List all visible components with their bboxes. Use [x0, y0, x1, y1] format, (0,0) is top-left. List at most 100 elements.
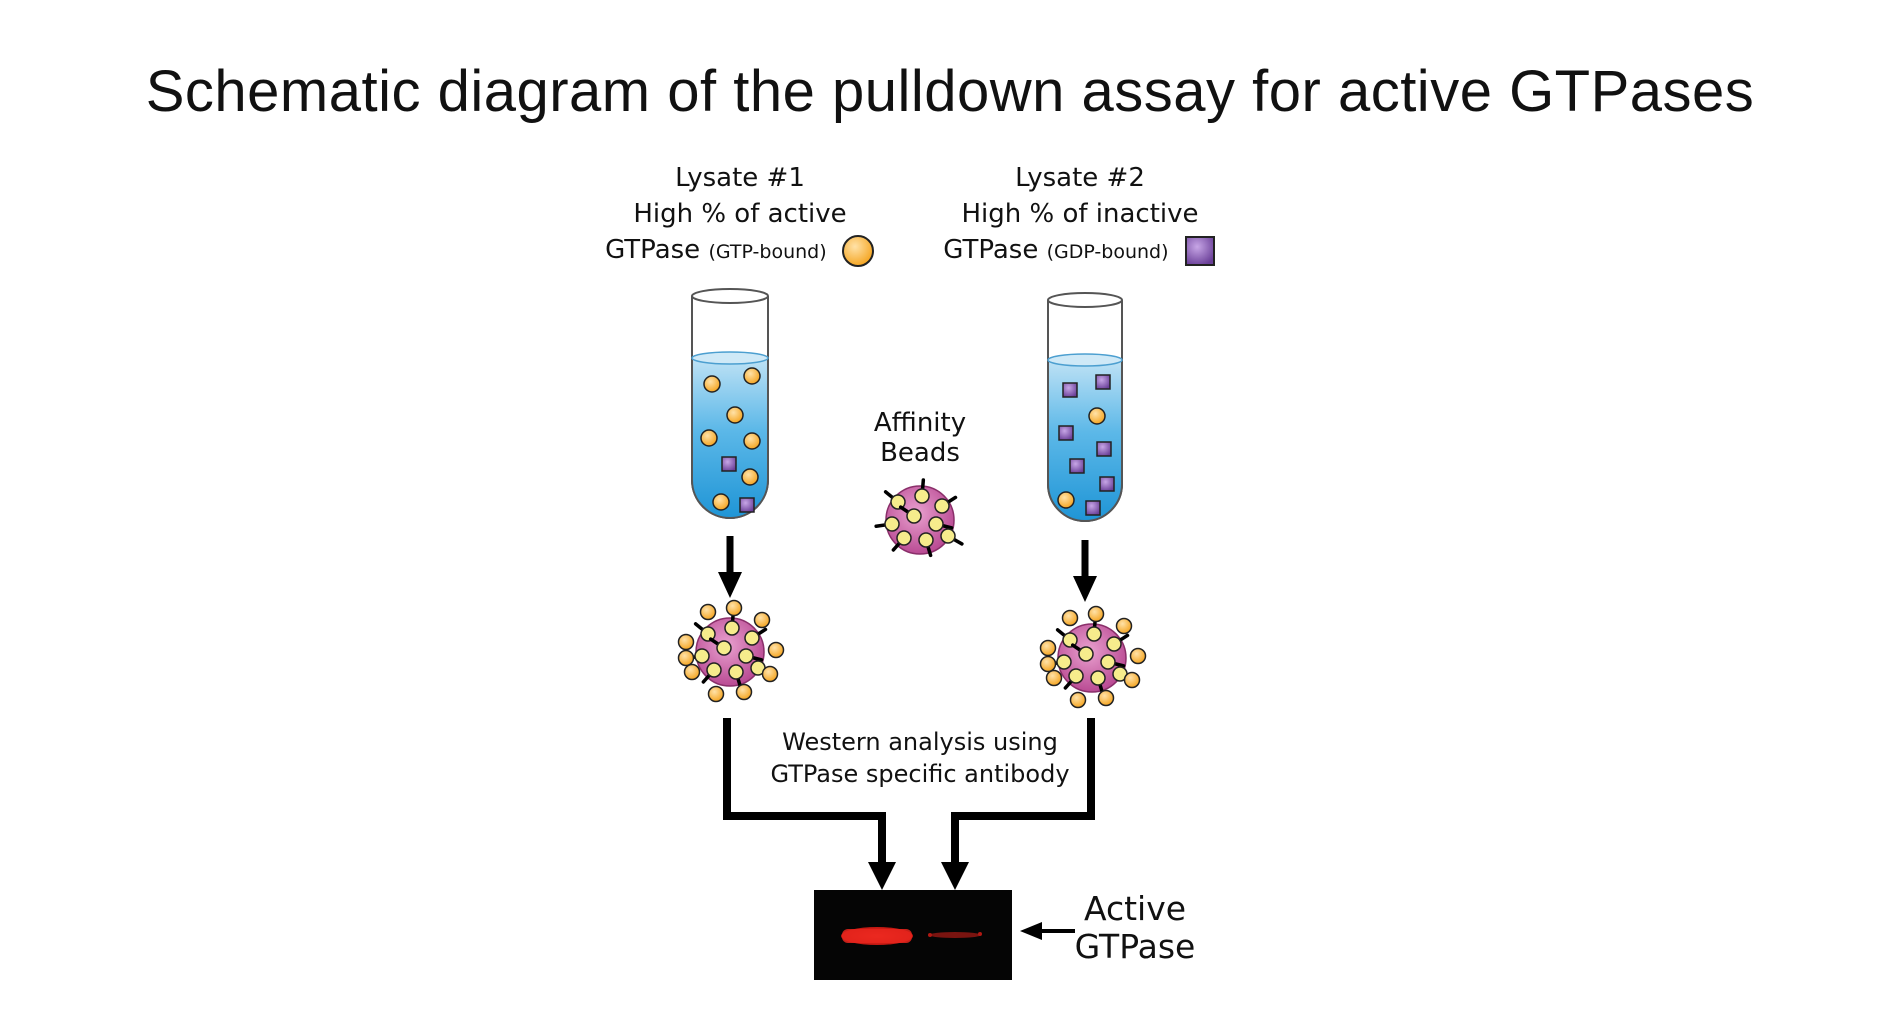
antibody — [1100, 654, 1116, 670]
inactive-gtpase — [1095, 374, 1111, 390]
active-gtpase — [1129, 647, 1147, 665]
antibody — [884, 516, 900, 532]
antibody — [724, 620, 740, 636]
active-gtpase — [677, 649, 695, 667]
inactive-gtpase — [739, 497, 755, 513]
inactive-gtpase — [1099, 476, 1115, 492]
lysate1-gtp-note: (GTP-bound) — [708, 241, 827, 263]
antibody — [1068, 668, 1084, 684]
active-gtpase — [1057, 491, 1075, 509]
antibody — [738, 648, 754, 664]
arrow-to-band — [1020, 922, 1075, 940]
lysate1-name: Lysate #1 — [675, 163, 805, 193]
active-gtpase — [761, 665, 779, 683]
active-gtpase — [741, 468, 759, 486]
antibody — [728, 664, 744, 680]
diagram-title: Schematic diagram of the pulldown assay … — [145, 59, 1755, 124]
inactive-gtpase — [1058, 425, 1074, 441]
active-gtpase — [725, 599, 743, 617]
active-gtpase — [1115, 617, 1133, 635]
lysate2-gtpase-line: GTPase (GDP-bound) — [890, 232, 1270, 270]
tube-lysate-2 — [1047, 292, 1123, 522]
active-gtpase — [1097, 689, 1115, 707]
arrow-right-to-blot — [941, 718, 1095, 890]
active-gtpase — [1069, 691, 1087, 709]
antibody — [744, 630, 760, 646]
active-gtpase — [699, 603, 717, 621]
active-gtpase — [703, 375, 721, 393]
lysate2-desc: High % of inactive — [961, 199, 1199, 229]
arrow-tube1-down — [718, 536, 742, 598]
inactive-gtpase-legend-icon — [1184, 235, 1215, 266]
bead-complex-lysate-1 — [677, 599, 785, 703]
lysate2-name: Lysate #2 — [1015, 163, 1145, 193]
active-gtpase — [1088, 407, 1106, 425]
inactive-gtpase — [721, 456, 737, 472]
active-gtpase — [743, 367, 761, 385]
tube-lysate-1 — [691, 288, 769, 519]
western-blot — [814, 890, 1012, 980]
beads-line1: Affinity — [873, 408, 967, 438]
antibody — [1090, 670, 1106, 686]
antibody — [906, 508, 922, 524]
result-line1: Active — [1083, 889, 1187, 928]
result-label: Active GTPase — [1060, 890, 1210, 966]
arrow-left-to-blot — [723, 718, 896, 890]
western-label: Western analysis using GTPase specific a… — [740, 726, 1100, 790]
antibody — [1086, 626, 1102, 642]
western-line1: Western analysis using — [782, 728, 1058, 756]
antibody — [914, 488, 930, 504]
active-gtpase — [700, 429, 718, 447]
inactive-gtpase — [1062, 382, 1078, 398]
active-gtpase — [726, 406, 744, 424]
western-line2: GTPase specific antibody — [770, 760, 1070, 788]
faint-band-lane2 — [929, 932, 981, 938]
active-gtpase — [712, 493, 730, 511]
antibody — [694, 648, 710, 664]
result-line2: GTPase — [1074, 927, 1196, 966]
lysate2-gdp-note: (GDP-bound) — [1046, 241, 1169, 263]
inactive-gtpase — [1085, 500, 1101, 516]
antibody — [1078, 646, 1094, 662]
antibody — [940, 528, 956, 544]
active-gtpase — [753, 611, 771, 629]
antibody — [700, 626, 716, 642]
active-gtpase — [1123, 671, 1141, 689]
inactive-gtpase — [1096, 441, 1112, 457]
inactive-gtpase — [1069, 458, 1085, 474]
antibody — [716, 640, 732, 656]
active-gtpase — [1039, 655, 1057, 673]
active-gtpase — [735, 683, 753, 701]
lysate2-gtpase: GTPase — [943, 235, 1039, 265]
lysate1-gtpase-line: GTPase (GTP-bound) — [560, 232, 920, 270]
antibody — [918, 532, 934, 548]
active-gtpase — [1061, 609, 1079, 627]
active-gtpase — [1087, 605, 1105, 623]
antibody — [896, 530, 912, 546]
active-gtpase — [683, 663, 701, 681]
antibody — [1062, 632, 1078, 648]
active-gtpase-legend-icon — [841, 234, 874, 267]
active-gtpase — [677, 633, 695, 651]
bead-complex-lysate-2 — [1039, 605, 1147, 709]
antibody — [1056, 654, 1072, 670]
antibody — [934, 498, 950, 514]
active-gtpase — [707, 685, 725, 703]
lysate2-label: Lysate #2 High % of inactive GTPase (GDP… — [890, 160, 1270, 270]
antibody — [890, 494, 906, 510]
active-gtpase — [767, 641, 785, 659]
antibody — [706, 662, 722, 678]
antibody — [1106, 636, 1122, 652]
affinity-bead — [874, 478, 964, 558]
active-gtpase — [1039, 639, 1057, 657]
arrow-tube2-down — [1073, 540, 1097, 602]
affinity-beads-label: Affinity Beads — [820, 408, 1020, 468]
antibody — [928, 516, 944, 532]
lysate1-desc: High % of active — [633, 199, 847, 229]
lysate1-label: Lysate #1 High % of active GTPase (GTP-b… — [560, 160, 920, 270]
lysate1-gtpase: GTPase — [605, 235, 701, 265]
beads-line2: Beads — [880, 438, 960, 468]
active-gtpase — [743, 432, 761, 450]
